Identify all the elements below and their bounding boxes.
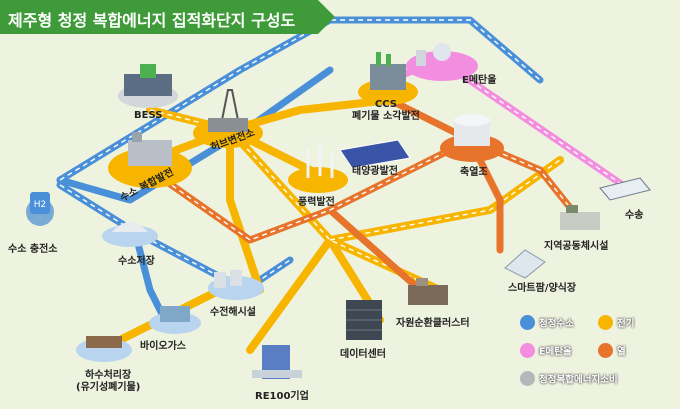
label-heat-storage: 축열조 bbox=[460, 167, 488, 178]
sewage-plant-icon bbox=[76, 336, 132, 362]
label-solar: 태양광발전 bbox=[352, 166, 398, 177]
label-re100: RE100기업 bbox=[255, 391, 309, 402]
label-e-methanol: E메탄올 bbox=[462, 75, 497, 86]
legend-consumer-swatch bbox=[520, 371, 535, 386]
label-transport: 수송 bbox=[625, 210, 644, 221]
label-water-electrolysis: 수전해시설 bbox=[210, 307, 256, 318]
legend-hydrogen-swatch bbox=[520, 315, 535, 330]
smart-farm-icon bbox=[504, 249, 546, 279]
legend-consumer: 청정복합에너지소비 bbox=[520, 371, 618, 386]
legend: 청정수소 전기 E메탄올 열 청정복합에너지소비 bbox=[520, 315, 670, 395]
title-banner bbox=[0, 0, 335, 34]
label-h2-storage: 수소저장 bbox=[118, 256, 155, 267]
legend-consumer-label: 청정복합에너지소비 bbox=[539, 374, 618, 386]
legend-e-methanol-swatch bbox=[520, 343, 535, 358]
label-ccs-line1: CCS bbox=[374, 99, 397, 110]
label-sewage-line2: (유기성폐기물) bbox=[76, 382, 141, 393]
transport-icon bbox=[599, 177, 651, 201]
legend-electricity-swatch bbox=[598, 315, 613, 330]
solar-panel-icon bbox=[339, 139, 411, 169]
biogas-icon bbox=[149, 306, 201, 334]
legend-heat: 열 bbox=[598, 343, 626, 358]
resource-cluster-icon bbox=[408, 278, 448, 305]
hub-substation-node bbox=[193, 118, 263, 148]
legend-electricity: 전기 bbox=[598, 315, 634, 330]
legend-hydrogen: 청정수소 bbox=[520, 315, 574, 330]
legend-e-methanol-label: E메탄올 bbox=[539, 346, 572, 358]
label-district-facility: 지역공동체시설 bbox=[544, 241, 609, 252]
re100-building-icon bbox=[252, 345, 302, 379]
label-resource-cluster: 자원순환클러스터 bbox=[396, 318, 470, 329]
water-electrolysis-icon bbox=[208, 270, 264, 300]
label-wind: 풍력발전 bbox=[298, 197, 335, 208]
label-ccs: CCS 폐기물 소각발전 bbox=[352, 99, 420, 123]
legend-hydrogen-label: 청정수소 bbox=[539, 318, 574, 330]
label-sewage-line1: 하수처리장 bbox=[85, 370, 132, 381]
wind-node bbox=[288, 142, 348, 193]
label-data-center: 데이터센터 bbox=[340, 349, 386, 360]
label-sewage: 하수처리장 (유기성폐기물) bbox=[76, 370, 140, 394]
legend-heat-label: 열 bbox=[617, 346, 626, 358]
hydrogen-power-node bbox=[108, 132, 192, 188]
h2-storage-icon bbox=[102, 222, 158, 247]
heat-storage-node bbox=[440, 114, 504, 162]
transmission-tower-icon bbox=[220, 89, 240, 121]
label-biogas: 바이오가스 bbox=[140, 341, 186, 352]
h2-station-icon: H2 bbox=[26, 192, 54, 226]
legend-e-methanol: E메탄올 bbox=[520, 343, 572, 358]
data-center-icon bbox=[346, 300, 382, 340]
e-methanol-node bbox=[406, 43, 478, 81]
bess-icon bbox=[118, 64, 178, 108]
legend-heat-swatch bbox=[598, 343, 613, 358]
district-facility-icon bbox=[560, 205, 600, 230]
label-bess: BESS bbox=[134, 110, 163, 121]
svg-text:H2: H2 bbox=[34, 200, 47, 210]
legend-electricity-label: 전기 bbox=[617, 318, 635, 330]
label-h2-station: 수소 충전소 bbox=[8, 244, 58, 255]
e-methanol-flow bbox=[386, 56, 634, 194]
page-title: 제주형 청정 복합에너지 집적화단지 구성도 bbox=[8, 11, 296, 30]
ccs-node bbox=[358, 52, 418, 105]
label-smart-farm: 스마트팜/양식장 bbox=[508, 283, 577, 294]
label-ccs-line2: 폐기물 소각발전 bbox=[352, 111, 420, 122]
